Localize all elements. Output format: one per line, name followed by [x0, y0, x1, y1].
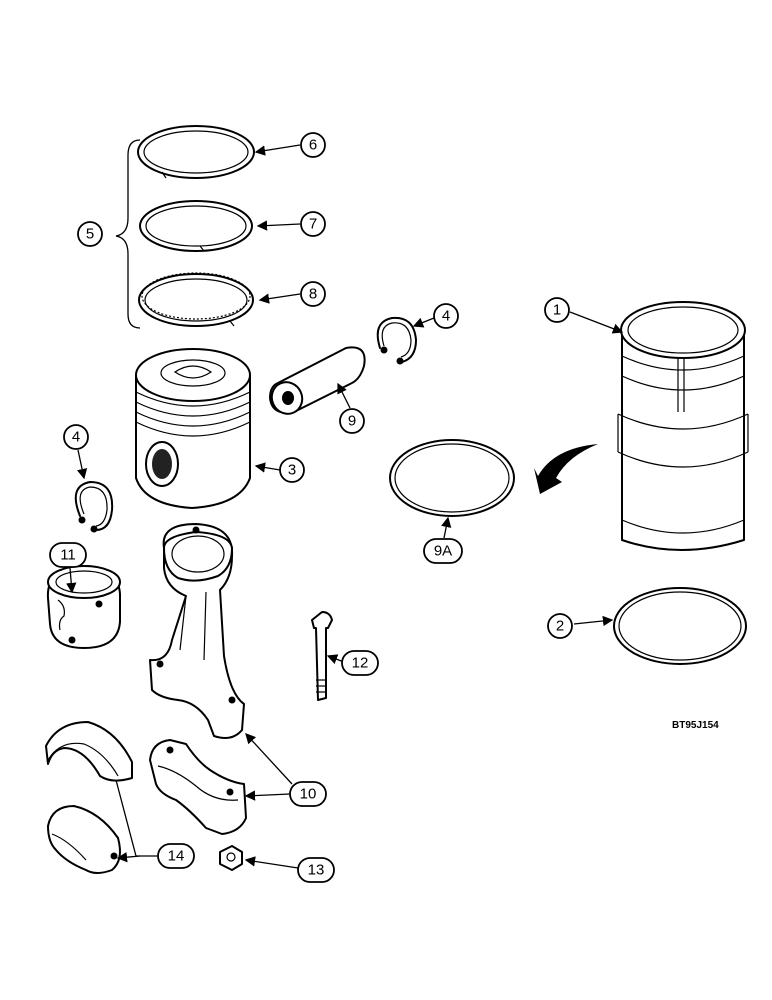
bearing-shell-upper [45, 721, 133, 782]
callout-4-left: 4 [63, 424, 89, 450]
rod-nut [219, 845, 243, 871]
o-ring [389, 439, 515, 517]
callout-4-right: 4 [433, 303, 459, 329]
svg-text:12: 12 [352, 655, 369, 672]
callout-6: 6 [300, 132, 326, 158]
cylinder-liner [617, 301, 749, 551]
connecting-rod [149, 523, 245, 739]
svg-text:13: 13 [308, 862, 325, 879]
svg-text:4: 4 [442, 308, 450, 325]
callout-13: 13 [297, 857, 335, 883]
compression-ring-top [137, 125, 255, 179]
svg-text:14: 14 [168, 848, 185, 865]
liner-seal-ring [613, 587, 747, 665]
piston-pin [269, 346, 366, 415]
snap-ring-right [376, 316, 417, 365]
svg-text:10: 10 [300, 786, 317, 803]
svg-text:1: 1 [553, 302, 561, 319]
svg-text:11: 11 [60, 547, 76, 564]
svg-text:9: 9 [348, 413, 356, 430]
leader-lines [66, 144, 624, 869]
ring-set-brace [115, 139, 141, 329]
callout-3: 3 [279, 457, 305, 483]
svg-text:9A: 9A [434, 543, 452, 560]
callout-12: 12 [341, 650, 379, 676]
callout-9a: 9A [423, 538, 463, 564]
callout-10: 10 [289, 781, 327, 807]
piston [135, 348, 251, 509]
svg-text:7: 7 [309, 216, 317, 233]
callout-8: 8 [300, 281, 326, 307]
bearing-shell-lower [47, 805, 121, 874]
rod-cap [149, 739, 247, 835]
callout-7: 7 [300, 211, 326, 237]
oil-control-ring [138, 272, 254, 327]
compression-ring-second [139, 200, 253, 252]
callout-2: 2 [547, 613, 573, 639]
svg-text:3: 3 [288, 462, 296, 479]
figure-code: BT95J154 [672, 720, 719, 731]
snap-ring-left [74, 481, 114, 533]
callout-1: 1 [544, 297, 570, 323]
callout-11: 11 [49, 542, 87, 568]
callout-9: 9 [339, 408, 365, 434]
pin-bushing [46, 565, 121, 649]
svg-text:8: 8 [309, 286, 317, 303]
callout-5: 5 [77, 221, 103, 247]
svg-text:2: 2 [556, 618, 564, 635]
svg-text:6: 6 [309, 137, 317, 154]
svg-text:5: 5 [86, 226, 94, 243]
callout-14: 14 [157, 843, 195, 869]
svg-text:4: 4 [72, 429, 80, 446]
install-arrow [534, 444, 598, 494]
rod-bolt [311, 611, 333, 701]
